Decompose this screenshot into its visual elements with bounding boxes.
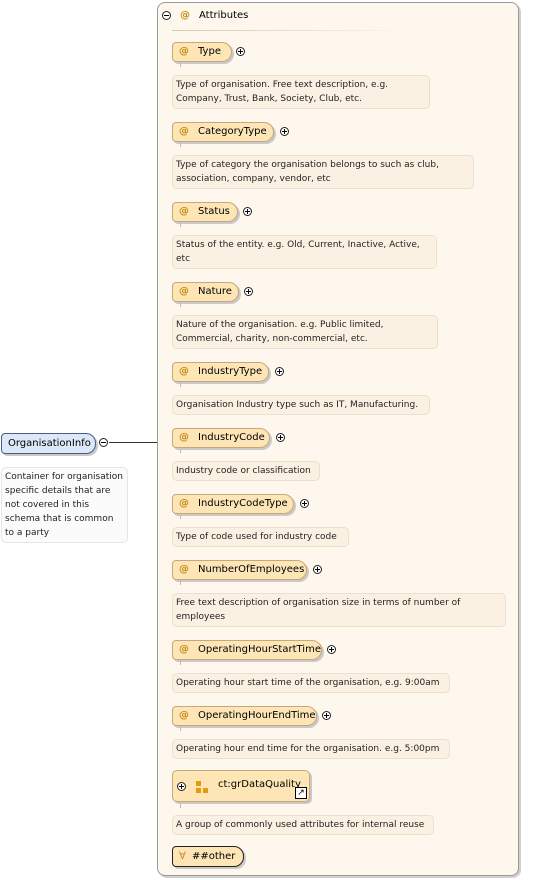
expand-icon[interactable] (276, 433, 285, 442)
at-icon: @ (179, 498, 189, 509)
attribute-name: OperatingHourEndTime (198, 710, 316, 721)
attribute-description: Type of organisation. Free text descript… (172, 75, 430, 109)
description-stub (180, 383, 191, 387)
collapse-icon[interactable] (99, 438, 108, 447)
description-stub (180, 804, 191, 808)
attribute-description: Organisation Industry type such as IT, M… (172, 395, 430, 415)
description-stub (180, 515, 191, 519)
at-icon: @ (179, 366, 189, 377)
attribute-status[interactable]: @ Status (172, 202, 238, 222)
attribute-description: Free text description of organisation si… (172, 593, 506, 627)
connector-line (109, 442, 157, 443)
expand-icon[interactable] (244, 287, 253, 296)
at-icon: @ (179, 126, 189, 137)
attribute-category-type[interactable]: @ CategoryType (172, 122, 274, 142)
at-icon: @ (179, 564, 189, 575)
attribute-group-icon (196, 781, 208, 793)
attribute-description: Type of code used for industry code (172, 527, 349, 547)
attributes-collapse-icon[interactable] (162, 11, 171, 20)
description-stub (180, 223, 191, 227)
attribute-nature[interactable]: @ Nature (172, 282, 239, 302)
description-stub (180, 727, 191, 731)
expand-icon[interactable] (177, 782, 186, 791)
title-divider (172, 30, 412, 31)
attribute-name: IndustryCode (198, 432, 265, 443)
at-icon: @ (179, 710, 189, 721)
attribute-operating-hour-end-time[interactable]: @ OperatingHourEndTime (172, 706, 317, 726)
at-icon: @ (179, 46, 189, 57)
at-icon: @ (179, 206, 189, 217)
attribute-name: Type (198, 46, 221, 57)
expand-icon[interactable] (243, 207, 252, 216)
expand-icon[interactable] (313, 565, 322, 574)
attribute-industry-code[interactable]: @ IndustryCode (172, 428, 270, 448)
organisation-info-label: OrganisationInfo (8, 438, 91, 449)
attribute-number-of-employees[interactable]: @ NumberOfEmployees (172, 560, 307, 580)
attribute-description: Operating hour end time for the organisa… (172, 739, 450, 759)
attribute-industry-type[interactable]: @ IndustryType (172, 362, 269, 382)
attribute-description: Type of category the organisation belong… (172, 155, 474, 189)
attribute-name: IndustryType (198, 366, 263, 377)
description-stub (180, 449, 191, 453)
at-icon: @ (179, 286, 189, 297)
link-arrow-icon[interactable]: ↗ (295, 787, 307, 799)
attribute-name: Status (198, 206, 230, 217)
attribute-name: Nature (198, 286, 232, 297)
attribute-type[interactable]: @ Type (172, 42, 232, 62)
attributes-title: Attributes (199, 10, 249, 21)
attribute-name: CategoryType (198, 126, 267, 137)
expand-icon[interactable] (236, 47, 245, 56)
attribute-name: OperatingHourStartTime (198, 644, 321, 655)
description-stub (180, 63, 191, 67)
attribute-name: NumberOfEmployees (198, 564, 305, 575)
attribute-name: IndustryCodeType (198, 498, 288, 509)
attribute-description: Industry code or classification (172, 461, 320, 481)
attribute-description: Nature of the organisation. e.g. Public … (172, 315, 438, 349)
description-stub (180, 581, 191, 585)
description-stub (180, 661, 191, 665)
expand-icon[interactable] (322, 711, 331, 720)
at-icon: @ (179, 644, 189, 655)
attribute-description: Operating hour start time of the organis… (172, 673, 450, 693)
any-icon: ∀ (179, 851, 186, 862)
organisation-info-description: Container for organisation specific deta… (1, 467, 128, 543)
attribute-group-data-quality[interactable]: ct:grDataQuality ↗ (172, 770, 310, 802)
expand-icon[interactable] (300, 499, 309, 508)
any-attribute-name: ##other (192, 851, 236, 862)
at-icon: @ (179, 432, 189, 443)
attribute-group-description: A group of commonly used attributes for … (172, 815, 434, 835)
attribute-industry-code-type[interactable]: @ IndustryCodeType (172, 494, 294, 514)
description-stub (180, 303, 191, 307)
attribute-operating-hour-start-time[interactable]: @ OperatingHourStartTime (172, 640, 322, 660)
expand-icon[interactable] (275, 367, 284, 376)
expand-icon[interactable] (327, 645, 336, 654)
at-icon: @ (180, 10, 190, 21)
attribute-group-name: ct:grDataQuality (218, 779, 301, 790)
expand-icon[interactable] (280, 127, 289, 136)
any-attribute-other[interactable]: ∀ ##other (172, 846, 244, 867)
description-stub (180, 143, 191, 147)
organisation-info-element[interactable]: OrganisationInfo (1, 433, 96, 454)
attribute-description: Status of the entity. e.g. Old, Current,… (172, 235, 437, 269)
